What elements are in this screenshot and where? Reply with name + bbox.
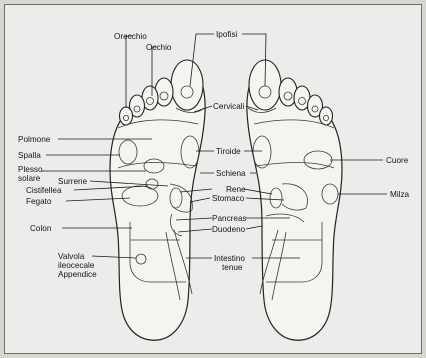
label-intestino-1: Intestino [214,254,245,263]
label-spalla: Spalla [18,151,41,160]
label-polmone: Polmone [18,135,51,144]
left-foot [110,60,205,340]
label-tiroide: Tiroide [216,147,241,156]
label-surrene: Surrene [58,177,88,186]
label-fegato: Fegato [26,197,52,206]
label-cuore: Cuore [386,156,409,165]
label-occhio: Occhio [146,43,172,52]
label-pancreas: Pancreas [212,214,247,223]
label-cistifellea: Cistifellea [26,186,62,195]
label-intestino-2: tenue [222,263,243,272]
label-colon: Colon [30,224,52,233]
right-foot [247,60,342,340]
label-rene: Rene [226,185,246,194]
label-plesso-2: solare [18,174,41,183]
label-stomaco: Stomaco [212,194,245,203]
label-valvola-2: ileocecale [58,261,95,270]
label-ipofisi: Ipofisi [216,30,238,39]
label-valvola-1: Valvola [58,252,85,261]
labels: Orecchio Occhio Ipofisi Cervicali Polmon… [18,30,410,279]
label-plesso-1: Plesso [18,165,43,174]
label-milza: Milza [390,190,410,199]
left-toe-5 [120,107,133,125]
label-orecchio: Orecchio [114,32,147,41]
label-cervicali: Cervicali [213,102,245,111]
label-schiena: Schiena [216,169,246,178]
right-toe-5 [320,107,333,125]
label-valvola-3: Appendice [58,270,97,279]
left-big-toe [171,60,203,110]
label-duodeno: Duodeno [212,225,246,234]
